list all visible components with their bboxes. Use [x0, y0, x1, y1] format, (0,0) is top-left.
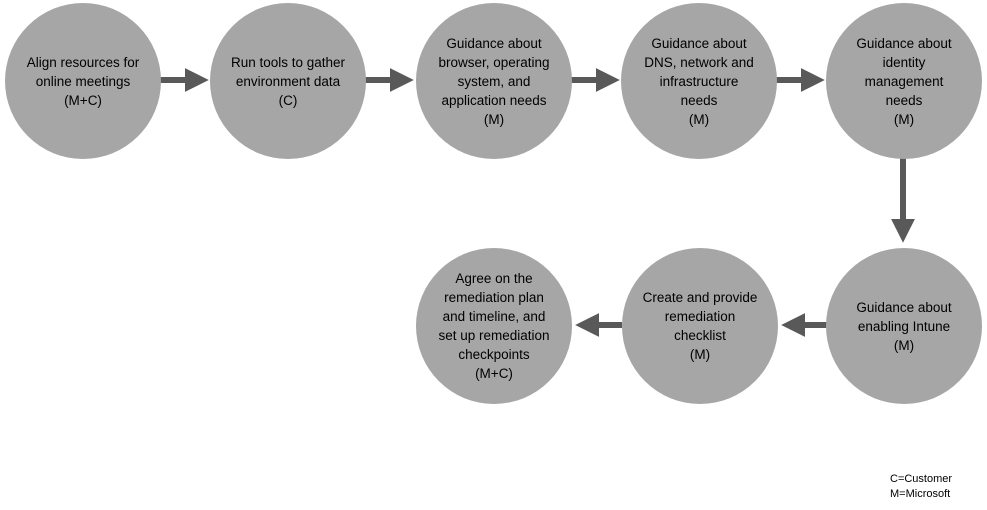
step-6-label: Guidance about enabling Intune (M) [856, 299, 952, 353]
step-7-circle: Create and provide remediation checklist… [622, 248, 778, 404]
legend-microsoft: M=Microsoft [890, 488, 951, 500]
step-1-circle: Align resources for online meetings (M+C… [5, 3, 161, 159]
step-5-circle: Guidance about identity management needs… [826, 3, 982, 159]
step-8-circle: Agree on the remediation plan and timeli… [416, 248, 572, 404]
step-4-label: Guidance about DNS, network and infrastr… [644, 35, 754, 127]
step-2-label: Run tools to gather environment data (C) [230, 54, 346, 108]
step-3-circle: Guidance about browser, operating system… [416, 3, 572, 159]
step-6-circle: Guidance about enabling Intune (M) [826, 248, 982, 404]
step-1-label: Align resources for online meetings (M+C… [26, 54, 140, 108]
legend-customer: C=Customer [890, 473, 953, 485]
legend: C=Customer M=Microsoft [890, 472, 952, 502]
step-5-label: Guidance about identity management needs… [856, 35, 952, 127]
step-7-label: Create and provide remediation checklist… [642, 290, 758, 362]
step-4-circle: Guidance about DNS, network and infrastr… [621, 3, 777, 159]
step-3-label: Guidance about browser, operating system… [438, 35, 550, 127]
step-2-circle: Run tools to gather environment data (C) [210, 3, 366, 159]
step-8-label: Agree on the remediation plan and timeli… [438, 271, 550, 381]
